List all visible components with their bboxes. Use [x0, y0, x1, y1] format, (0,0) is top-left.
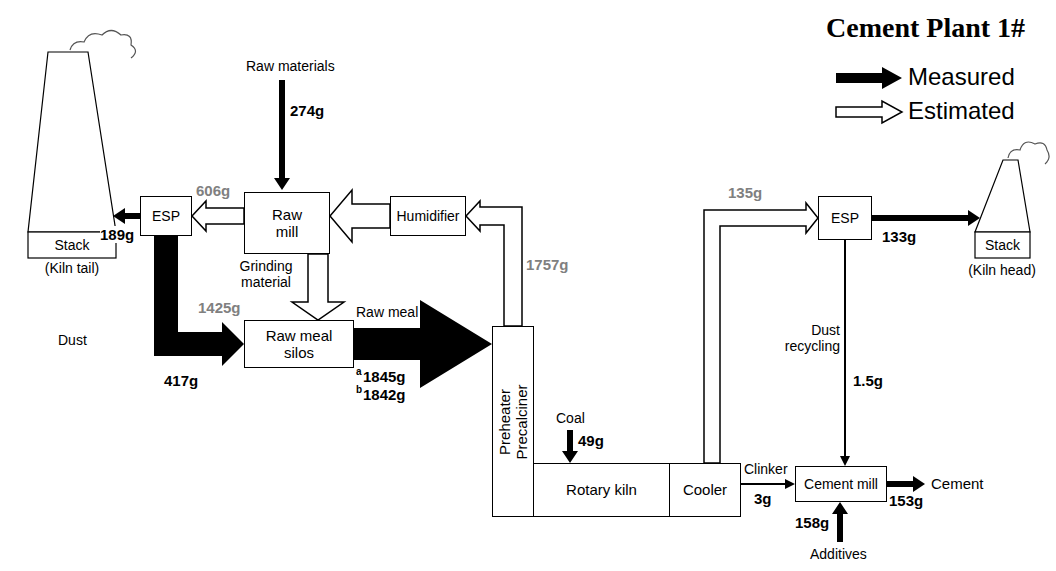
measured-flow-arrow — [113, 208, 140, 224]
box-label: Cooler — [683, 481, 727, 498]
cooler-box: Cooler — [669, 463, 741, 517]
box-text: Cooler — [683, 481, 727, 498]
chimney-outline — [28, 52, 116, 232]
flow-name: Dust — [58, 332, 87, 348]
flow-value: 417g — [164, 372, 198, 389]
flow-value: 1.5g — [853, 372, 883, 389]
esp-box: ESP — [818, 196, 872, 240]
flow-value: 3g — [754, 490, 772, 507]
stack-label: Stack — [975, 232, 1030, 258]
smoke-cloud — [1008, 142, 1049, 164]
output-arrow — [887, 476, 925, 492]
box-label: Rotary kiln — [566, 481, 637, 498]
measured-flow-arrow — [154, 236, 244, 366]
box-label: Raw meal silos — [263, 327, 335, 362]
flow-value: 1757g — [526, 256, 569, 273]
measured-flow-arrow — [113, 208, 140, 224]
kiln-head-stack: Stack (Kiln head) — [962, 140, 1052, 285]
box-text: Raw mill — [265, 206, 309, 241]
measured-flow-arrow — [840, 240, 850, 466]
smoke-cloud — [70, 31, 136, 59]
diagram-title: Cement Plant 1# — [826, 12, 1025, 44]
measured-flow-arrow — [354, 300, 492, 388]
flow-value: 135g — [728, 184, 762, 201]
flow-value: Raw meal — [356, 304, 418, 320]
measured-flow-arrow — [154, 236, 244, 366]
chimney-outline — [975, 160, 1030, 232]
input-arrow — [562, 430, 578, 463]
footnote-mark: b — [356, 384, 362, 396]
kiln-box: Rotary kiln — [533, 463, 670, 517]
legend-text: Estimated — [908, 97, 1015, 125]
legend-arrow — [836, 101, 902, 123]
stack-caption: (Kiln head) — [962, 262, 1042, 278]
flow-value: 1845g — [363, 368, 406, 385]
box-text: Cement mill — [804, 476, 878, 492]
measured-flow-arrow — [741, 479, 795, 489]
estimated-flow-arrow — [192, 201, 244, 231]
input-arrow — [832, 502, 848, 542]
estimated-flow-arrow — [292, 254, 344, 320]
box-label: ESP — [831, 210, 859, 226]
flow-value: 158g — [795, 514, 829, 531]
cement-mill-box: Cement mill — [795, 466, 887, 502]
legend-text: Measured — [908, 63, 1015, 91]
flow-value: 189g — [100, 226, 134, 243]
esp-box: ESP — [140, 196, 192, 236]
box-text: Humidifier — [396, 208, 459, 224]
flow-value: 606g — [196, 182, 230, 199]
silo-box: Raw meal silos — [244, 320, 354, 368]
flow-value: 274g — [290, 102, 324, 119]
estimated-flow-arrow — [330, 190, 390, 242]
flow-value: 1842g — [363, 386, 406, 403]
box-label: Humidifier — [396, 208, 459, 224]
stack-caption: (Kiln tail) — [24, 260, 120, 276]
measured-flow-arrow — [840, 240, 850, 466]
flow-value: 49g — [578, 432, 604, 449]
box-text: Rotary kiln — [566, 481, 637, 498]
flow-value: 1425g — [198, 299, 241, 316]
input-arrow — [274, 80, 290, 190]
box-label: ESP — [152, 208, 180, 224]
input-name: Coal — [556, 410, 585, 426]
box-label: Raw mill — [265, 206, 309, 241]
estimated-flow-arrow — [466, 201, 522, 326]
estimated-flow-arrow — [192, 201, 244, 231]
chimney-base — [975, 232, 1030, 258]
output-name: Cement — [931, 475, 984, 492]
raw-mill-box: Raw mill — [244, 192, 330, 254]
box-label: Cement mill — [804, 476, 878, 492]
measured-flow-arrow — [354, 300, 492, 388]
vertical-label: Preheater Precalciner — [496, 376, 530, 468]
box-text: Raw meal silos — [263, 327, 335, 362]
flow-value: 133g — [882, 228, 916, 245]
flow-name: Clinker — [744, 461, 788, 477]
flow-name: Grinding material — [236, 258, 296, 290]
estimated-flow-arrow — [292, 254, 344, 320]
humidifier-box: Humidifier — [390, 196, 466, 236]
measured-flow-arrow — [872, 210, 980, 226]
measured-flow-arrow — [741, 479, 795, 489]
preheater-box: Preheater Precalciner — [492, 326, 534, 517]
box-text: ESP — [831, 210, 859, 226]
estimated-flow-arrow — [466, 201, 522, 326]
legend-arrow — [836, 67, 902, 89]
input-name: Additives — [810, 546, 867, 562]
flow-name: Dust recycling — [780, 322, 840, 354]
input-name: Raw materials — [246, 58, 335, 74]
footnote-mark: a — [356, 366, 362, 378]
flow-value: 153g — [889, 492, 923, 509]
kiln-tail-stack: Stack(Kiln tail) — [24, 40, 134, 285]
box-text: ESP — [152, 208, 180, 224]
measured-flow-arrow — [872, 210, 980, 226]
estimated-flow-arrow — [330, 190, 390, 242]
